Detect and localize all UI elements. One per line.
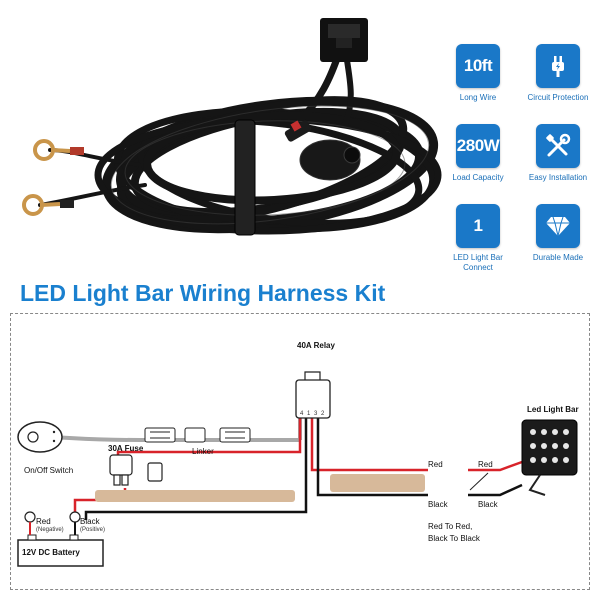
diamond-icon — [536, 204, 580, 248]
bar-black-label: Black — [478, 500, 498, 509]
feature-circuit-protection: Circuit Protection — [518, 44, 598, 103]
feature-caption: Easy Installation — [528, 173, 588, 182]
feature-light-bar-connect: 1 LED Light Bar Connect — [438, 204, 518, 273]
feature-tile: 280W — [456, 124, 500, 168]
feature-value: 1 — [473, 216, 483, 235]
relay-pins-label: 4 1 3 2 — [300, 411, 326, 417]
feature-caption: Load Capacity — [452, 173, 504, 182]
feature-caption: LED Light Bar Connect — [453, 253, 503, 272]
wire-red-label: Red — [428, 460, 443, 469]
battery-black-sub: (Positive) — [80, 527, 106, 533]
switch-label: On/Off Switch — [24, 466, 74, 475]
light-bar-label: Led Light Bar — [527, 405, 579, 414]
switch-component — [17, 421, 63, 453]
feature-durable-made: Durable Made — [518, 204, 598, 263]
instruction-line-1: Red To Red, — [428, 522, 473, 531]
feature-caption: Long Wire — [459, 93, 497, 102]
feature-tile: 1 — [456, 204, 500, 248]
battery-red-label: Red — [36, 517, 51, 526]
battery-red-sub: (Negative) — [36, 527, 64, 533]
feature-caption: Durable Made — [532, 253, 584, 262]
feature-value: 10ft — [463, 56, 493, 75]
plug-icon — [536, 44, 580, 88]
fuse-label: 30A Fuse — [108, 444, 144, 453]
wiring-diagram-frame — [10, 313, 590, 590]
linker-label: Linker — [192, 447, 214, 456]
feature-load-capacity: 280W Load Capacity — [438, 124, 518, 183]
battery-label: 12V DC Battery — [22, 548, 80, 557]
bar-red-label: Red — [478, 460, 493, 469]
relay-label: 40A Relay — [297, 341, 335, 350]
battery-black-label: Black — [80, 517, 100, 526]
feature-tile: 10ft — [456, 44, 500, 88]
wire-black-label: Black — [428, 500, 448, 509]
instruction-line-2: Black To Black — [428, 534, 480, 543]
feature-caption: Circuit Protection — [527, 93, 589, 102]
feature-easy-installation: Easy Installation — [518, 124, 598, 183]
tools-icon — [536, 124, 580, 168]
wiring-harness-photo — [22, 18, 442, 236]
feature-value: 280W — [456, 136, 500, 155]
feature-long-wire: 10ft Long Wire — [438, 44, 518, 103]
page-title: LED Light Bar Wiring Harness Kit — [20, 280, 386, 306]
